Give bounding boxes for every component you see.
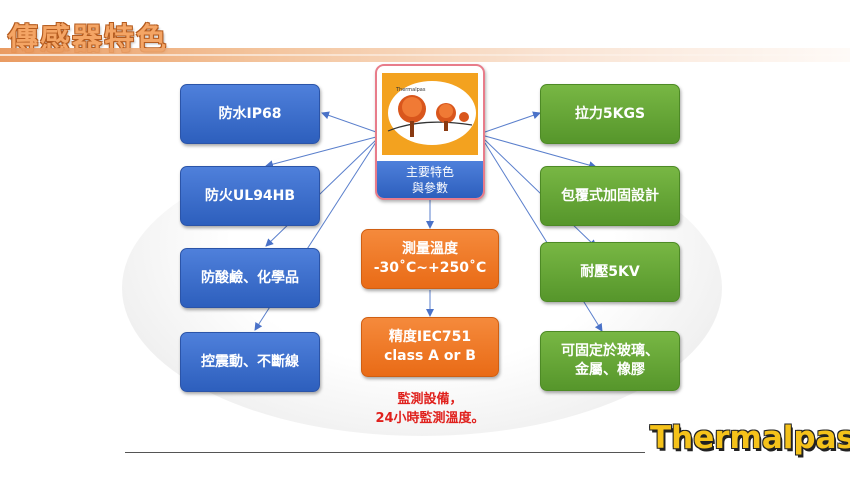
feature-waterproof: 防水IP68 <box>180 84 320 144</box>
feature-fireproof: 防火UL94HB <box>180 166 320 226</box>
center-label: 主要特色 與參數 <box>377 161 483 198</box>
feature-vibration: 控震動、不斷線 <box>180 332 320 392</box>
feature-coating: 包覆式加固設計 <box>540 166 680 226</box>
title-underline-bar <box>0 48 850 62</box>
feature-acid-resistant: 防酸鹼、化學品 <box>180 248 320 308</box>
arrow-to-waterproof <box>321 111 377 133</box>
feature-tensile: 拉力5KGS <box>540 84 680 144</box>
photo-caption: Thermalpas <box>395 87 426 93</box>
feature-pressure: 耐壓5KV <box>540 242 680 302</box>
product-photo: Thermalpas <box>382 73 478 155</box>
arrow-to-tensile <box>484 111 541 133</box>
spec-temperature-range: 測量溫度 -30˚C~+250˚C <box>361 229 499 289</box>
spec-accuracy: 精度IEC751 class A or B <box>361 317 499 377</box>
arrow-to-acid <box>265 139 377 247</box>
sensor-product-illustration: Thermalpas <box>387 81 476 145</box>
monitoring-note: 監測設備， 24小時監測溫度。 <box>375 392 485 426</box>
feature-fixing: 可固定於玻璃、 金屬、橡膠 <box>540 331 680 391</box>
center-product-panel: Thermalpas 主要特色 與參數 <box>375 64 485 200</box>
brand-logo: Thermalpas <box>650 420 850 456</box>
bottom-divider <box>125 452 645 453</box>
arrow-to-fireproof <box>265 136 377 169</box>
arrow-to-coating <box>484 135 597 169</box>
